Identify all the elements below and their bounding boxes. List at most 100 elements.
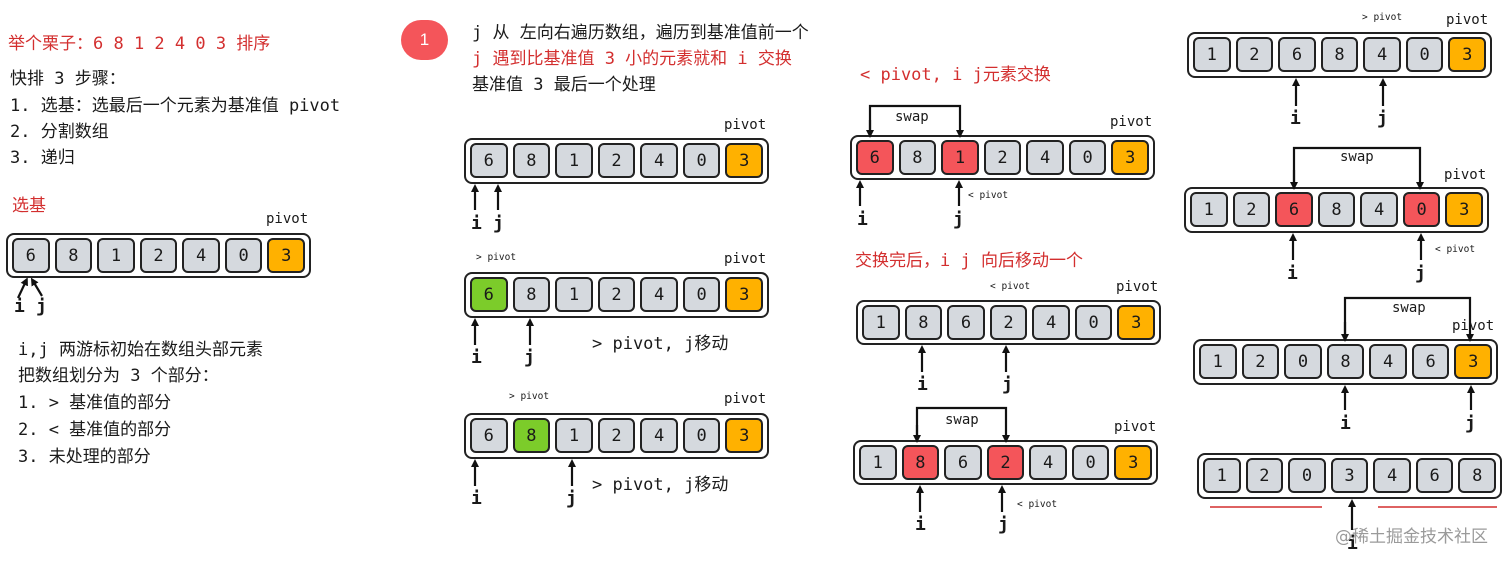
array-cell: 2 [597, 143, 636, 178]
array-cell: 0 [682, 418, 721, 453]
i-cursor-label: i [1347, 533, 1358, 554]
lt-pivot-note: < pivot [968, 190, 1009, 201]
swap-bracket [1343, 296, 1474, 342]
pivot-label: pivot [724, 391, 767, 407]
gt-pivot-note: > pivot [476, 252, 517, 263]
array-cell: 2 [983, 140, 1022, 175]
gt-pivot-note: > pivot [1362, 12, 1403, 23]
array-c3-2: 1 8 6 2 4 0 3 [856, 300, 1161, 345]
move-j-note: > pivot, j移动 [592, 334, 729, 354]
array-cell: 1 [1203, 458, 1241, 493]
swap-cell: 6 [856, 140, 894, 175]
pivot-cell: 3 [1114, 445, 1153, 480]
array-cell: 2 [597, 418, 636, 453]
j-cursor-label: j [1465, 413, 1476, 434]
array-cell: 2 [139, 238, 178, 273]
pivot-label: pivot [1446, 12, 1489, 28]
i-cursor-label: i [917, 374, 928, 395]
step-2: 2. 分割数组 [10, 122, 109, 142]
array-cell: 2 [1235, 37, 1274, 72]
array-cell: 1 [859, 445, 897, 480]
part-1: 1. > 基准值的部分 [18, 393, 172, 413]
desc-line-1: j 从 左向右遍历数组，遍历到基准值前一个 [472, 23, 809, 43]
array-cell: 8 [1458, 458, 1497, 493]
array-c2-1: 6 8 1 2 4 0 3 [464, 138, 769, 184]
array-cell: 0 [1284, 344, 1322, 379]
lt-pivot-note: < pivot [990, 281, 1031, 292]
step-1: 1. 选基：选最后一个元素为基准值 pivot [10, 96, 341, 116]
pivot-cell: 3 [1448, 37, 1487, 72]
array-cell: 0 [224, 238, 263, 273]
lt-pivot-note: < pivot [1017, 499, 1058, 510]
array-cell: 6 [947, 305, 985, 340]
swap-cell: 2 [986, 445, 1025, 480]
gt-pivot-cell: 6 [470, 277, 508, 312]
array-cell: 4 [1026, 140, 1064, 175]
array-cell: 4 [640, 277, 678, 312]
desc-line-2: j 遇到比基准值 3 小的元素就和 i 交换 [472, 49, 792, 69]
note-cursors: i,j 两游标初始在数组头部元素 [18, 340, 263, 360]
array-cell: 6 [1415, 458, 1454, 493]
swap-cell: 8 [901, 445, 940, 480]
pivot-label: pivot [1452, 318, 1495, 334]
array-cell: 8 [904, 305, 943, 340]
j-cursor-label: j [36, 296, 47, 317]
pivot-cell: 3 [1117, 305, 1156, 340]
array-cell: 8 [1326, 344, 1365, 379]
desc-line-3: 基准值 3 最后一个处理 [472, 75, 656, 95]
array-cell: 0 [1074, 305, 1113, 340]
j-cursor-label: j [566, 488, 577, 509]
array-cell: 4 [640, 143, 678, 178]
array-cell: 1 [555, 418, 593, 453]
array-cell: 6 [470, 418, 508, 453]
array-cell: 4 [1032, 305, 1070, 340]
pivot-cell: 3 [725, 143, 764, 178]
swap-label: swap [1340, 149, 1374, 165]
array-cell: 1 [97, 238, 135, 273]
i-cursor-label: i [1340, 413, 1351, 434]
swap-label: swap [895, 109, 929, 125]
i-arrow [17, 277, 28, 299]
select-pivot-label: 选基 [12, 196, 46, 216]
array-cell: 0 [1071, 445, 1110, 480]
watermark: @稀土掘金技术社区 [1335, 527, 1488, 547]
after-swap-note: 交换完后，i j 向后移动一个 [855, 251, 1083, 271]
array-cell: 8 [512, 277, 551, 312]
move-j-note: > pivot, j移动 [592, 475, 729, 495]
swap-bracket [1292, 146, 1424, 190]
array-cell: 4 [1360, 192, 1398, 227]
array-cell: 6 [1411, 344, 1450, 379]
array-cell: 3 [1330, 458, 1369, 493]
array-cell: 8 [54, 238, 93, 273]
pivot-label: pivot [724, 251, 767, 267]
array-cell: 8 [1317, 192, 1356, 227]
swap-label: swap [945, 412, 979, 428]
part-2: 2. < 基准值的部分 [18, 420, 172, 440]
step-badge: 1 [401, 20, 448, 60]
array-cell: 1 [555, 143, 593, 178]
array-c4-1: 1 2 6 8 4 0 3 [1187, 32, 1492, 78]
i-cursor-label: i [1287, 263, 1298, 284]
pivot-label: pivot [1444, 167, 1487, 183]
array-cell: 4 [640, 418, 678, 453]
array-cell: 1 [555, 277, 593, 312]
array-cell: 6 [12, 238, 50, 273]
pivot-label: pivot [1114, 419, 1157, 435]
pivot-label: pivot [1116, 279, 1159, 295]
array-c4-2: 1 2 6 8 4 0 3 [1184, 187, 1489, 233]
array-cell: 1 [862, 305, 900, 340]
array-cell: 8 [898, 140, 937, 175]
array-cell: 0 [682, 143, 721, 178]
j-arrow [30, 277, 43, 297]
pivot-cell: 3 [1445, 192, 1484, 227]
array-cell: 0 [1405, 37, 1444, 72]
array-cell: 6 [944, 445, 982, 480]
array-c2-2: 6 8 1 2 4 0 3 [464, 272, 769, 318]
pivot-label: pivot [1110, 114, 1153, 130]
i-cursor-label: i [857, 209, 868, 230]
swap-cell: 0 [1402, 192, 1441, 227]
gt-pivot-note: > pivot [509, 391, 550, 402]
array-cell: 2 [1241, 344, 1280, 379]
lt-pivot-note: < pivot [1435, 244, 1476, 255]
steps-title: 快排 3 步骤： [10, 69, 126, 89]
